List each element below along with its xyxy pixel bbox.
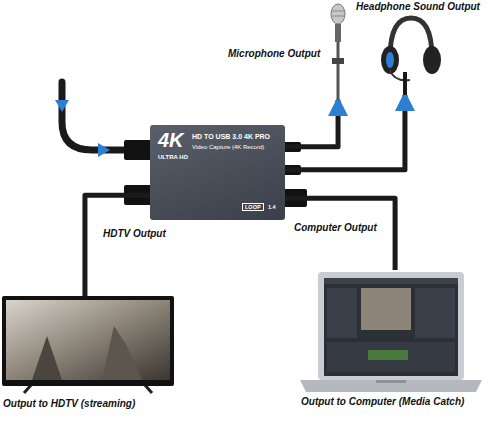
- capture-card: 4K ULTRA HD HD TO USB 3.0 4K PRO Video Capt…: [150, 125, 285, 220]
- cable-connector: [285, 95, 405, 170]
- hdtv-icon: Output to HDTV (streaming): [2, 296, 180, 418]
- node-text: Microphone Output: [228, 48, 320, 60]
- flow-arrow: [98, 143, 110, 157]
- flow-arrow: [55, 100, 69, 112]
- node-text: Output to HDTV (streaming): [3, 398, 135, 410]
- node-text: Video Capture (4K Record): [192, 144, 264, 151]
- laptop-icon: Output to Computer (Media Catch): [298, 270, 484, 418]
- node-text: 1.4: [268, 204, 276, 210]
- node-text: HD TO USB 3.0 4K PRO: [192, 133, 270, 141]
- hdmi-plug: [124, 140, 152, 160]
- port-label: HDTV Output: [103, 228, 166, 240]
- node-text: LOOP: [242, 203, 264, 211]
- node-text: Output to Computer (Media Catch): [301, 396, 464, 408]
- input-cable: [62, 82, 128, 150]
- microphone-icon: Microphone Output: [228, 0, 348, 100]
- headphone-icon: Headphone Sound Output: [350, 0, 486, 95]
- cable-connector: [285, 100, 338, 147]
- node-text: ULTRA HD: [158, 154, 188, 161]
- port-label: Computer Output: [294, 222, 377, 234]
- node-text: Headphone Sound Output: [356, 1, 480, 13]
- cable-connector: [285, 198, 395, 270]
- cable-connector: [85, 195, 150, 296]
- node-text: 4K: [158, 129, 184, 152]
